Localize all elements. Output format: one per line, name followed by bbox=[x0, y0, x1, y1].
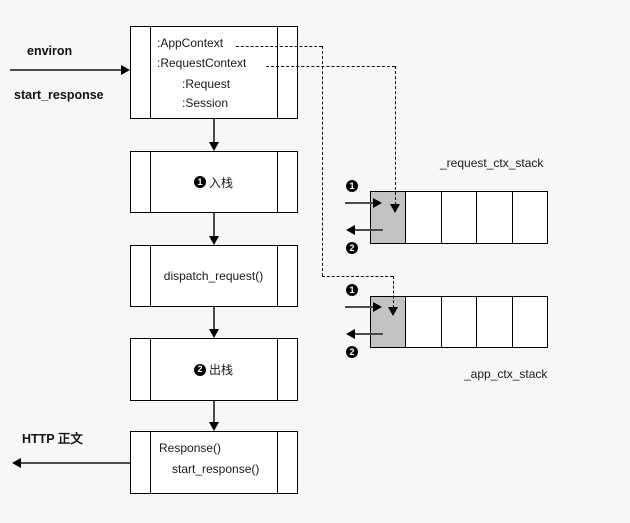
pop-box-right-divider bbox=[277, 339, 278, 400]
request-label: :Request bbox=[182, 77, 231, 91]
request-stack-cell bbox=[442, 192, 478, 243]
request-stack-push-arrowhead-icon bbox=[373, 198, 382, 208]
dispatch-request-box: dispatch_request() bbox=[130, 245, 298, 307]
appcontext-link-vertical-1 bbox=[322, 46, 323, 276]
app-stack-push-arrow-line bbox=[345, 306, 373, 308]
appcontext-link-vertical-2 bbox=[393, 276, 394, 308]
start-response-call-label: start_response() bbox=[172, 462, 260, 476]
flow-arrow-4-line bbox=[213, 401, 215, 422]
app-stack-cell bbox=[477, 297, 513, 347]
app-stack-cell bbox=[513, 297, 547, 347]
response-box-left-divider bbox=[150, 432, 151, 493]
flow-arrow-4-head-icon bbox=[209, 422, 219, 431]
requestcontext-link-horizontal bbox=[266, 66, 395, 67]
environ-arrow-line bbox=[10, 69, 121, 71]
appcontext-link-horizontal-2 bbox=[322, 276, 393, 277]
app-stack-pop-arrow-line bbox=[355, 333, 383, 335]
request-ctx-stack bbox=[370, 191, 548, 244]
http-body-arrowhead-icon bbox=[12, 458, 21, 468]
flow-arrow-2-head-icon bbox=[209, 236, 219, 245]
dispatch-box-left-divider bbox=[150, 246, 151, 306]
app-stack-pop-arrowhead-icon bbox=[346, 329, 355, 339]
http-body-label: HTTP 正文 bbox=[22, 432, 83, 446]
request-stack-push-arrow-line bbox=[345, 202, 373, 204]
app-context-label: :AppContext bbox=[157, 36, 224, 50]
dispatch-box-label: dispatch_request() bbox=[163, 269, 264, 283]
app-ctx-stack bbox=[370, 296, 548, 348]
dispatch-box-right-divider bbox=[277, 246, 278, 306]
context-box-left-divider bbox=[150, 27, 151, 118]
context-objects-box: :AppContext :RequestContext :Request :Se… bbox=[130, 26, 298, 119]
app-stack-push-arrowhead-icon bbox=[373, 302, 382, 312]
push-box-right-divider bbox=[277, 152, 278, 212]
context-box-right-divider bbox=[277, 27, 278, 118]
request-stack-push-badge-icon: 1 bbox=[346, 180, 358, 192]
request-stack-pop-arrowhead-icon bbox=[346, 225, 355, 235]
app-ctx-stack-title: _app_ctx_stack bbox=[464, 367, 548, 381]
step1-badge-icon: 1 bbox=[193, 176, 206, 188]
app-stack-pop-badge-icon: 2 bbox=[346, 346, 358, 358]
flow-arrow-2-line bbox=[213, 213, 215, 236]
push-box-label: 1 入栈 bbox=[151, 152, 276, 212]
environ-label: environ bbox=[27, 44, 73, 58]
pop-box-text: 出栈 bbox=[208, 363, 233, 377]
request-stack-pop-arrow-line bbox=[355, 229, 383, 231]
response-call-label: Response() bbox=[159, 441, 222, 455]
session-label: :Session bbox=[182, 96, 229, 110]
pop-box-label: 2 出栈 bbox=[151, 339, 276, 400]
flow-arrow-1-line bbox=[213, 119, 215, 142]
request-context-label: :RequestContext bbox=[157, 56, 247, 70]
environ-arrowhead-icon bbox=[121, 65, 130, 75]
step2-badge-icon: 2 bbox=[193, 363, 206, 376]
push-box-left-divider bbox=[150, 152, 151, 212]
response-box: Response() start_response() bbox=[130, 431, 298, 494]
request-ctx-stack-title: _request_ctx_stack bbox=[440, 156, 544, 170]
request-stack-pop-badge-icon: 2 bbox=[346, 242, 358, 254]
pop-stack-box: 2 出栈 bbox=[130, 338, 298, 401]
requestcontext-link-vertical bbox=[395, 66, 396, 205]
app-stack-cell bbox=[406, 297, 442, 347]
flow-arrow-3-head-icon bbox=[209, 329, 219, 338]
response-box-right-divider bbox=[277, 432, 278, 493]
request-stack-cell bbox=[513, 192, 547, 243]
app-stack-push-badge-icon: 1 bbox=[346, 284, 358, 296]
flow-arrow-3-line bbox=[213, 307, 215, 329]
flow-arrow-1-head-icon bbox=[209, 142, 219, 151]
appcontext-link-arrowhead-icon bbox=[388, 307, 398, 316]
request-stack-cell bbox=[406, 192, 442, 243]
app-stack-cell bbox=[442, 297, 478, 347]
http-body-arrow-line bbox=[21, 462, 130, 464]
pop-box-left-divider bbox=[150, 339, 151, 400]
requestcontext-link-arrowhead-icon bbox=[390, 204, 400, 213]
start-response-label: start_response bbox=[14, 88, 104, 102]
push-stack-box: 1 入栈 bbox=[130, 151, 298, 213]
push-box-text: 入栈 bbox=[208, 175, 233, 190]
appcontext-link-horizontal-1 bbox=[236, 46, 322, 47]
request-stack-cell bbox=[477, 192, 513, 243]
